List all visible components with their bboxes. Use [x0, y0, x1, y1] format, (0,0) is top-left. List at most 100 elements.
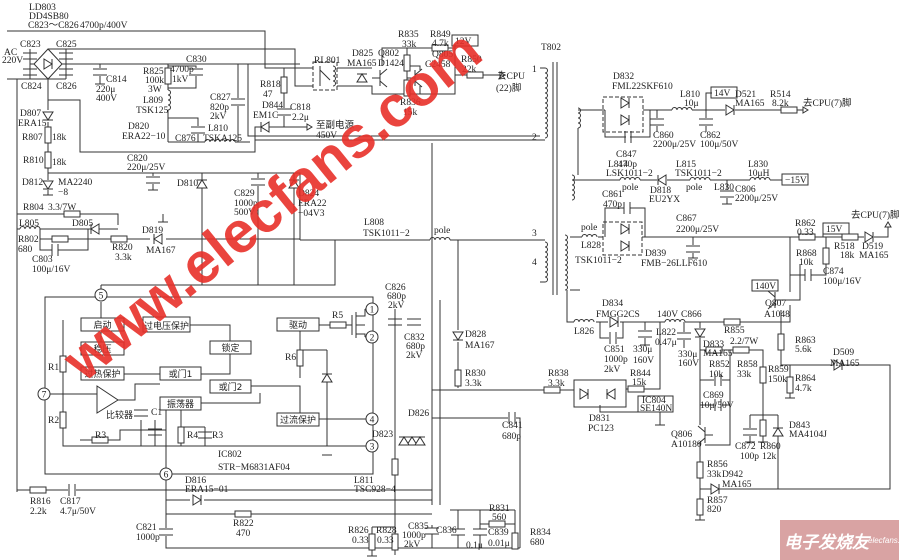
label-d834-1: FMGG2CS — [596, 310, 640, 320]
voltage-box — [451, 34, 479, 47]
label-d844-1: EM1C — [253, 111, 278, 121]
resistor-symbol — [329, 321, 347, 329]
label-r1-0: R1 — [48, 363, 59, 373]
relay-rl801 — [312, 61, 338, 91]
label-l815-0: L815 — [676, 160, 696, 170]
label-r804-1: 3.3/7W — [48, 203, 76, 213]
capacitor-symbol — [804, 269, 812, 281]
label-r828-1: 0.33 — [377, 536, 394, 546]
label-c818-1: 2.2μ — [292, 113, 309, 123]
capacitor-symbol — [451, 528, 465, 536]
resistor-symbol — [466, 71, 484, 79]
label-q805-0: Q805 — [432, 50, 453, 60]
transistor-symbol — [407, 68, 423, 88]
block-or-gate-1 — [159, 366, 202, 381]
label-d819-1: MA167 — [146, 246, 176, 256]
label-r825-0: R825 — [143, 67, 164, 77]
label-r810-1: 18k — [52, 158, 67, 168]
label-l815-2: pole — [686, 183, 702, 193]
capacitor-symbol — [743, 428, 757, 436]
label-r850-0: R850 — [461, 55, 482, 65]
label-r859-1: 150k — [768, 375, 787, 385]
label-c820-0: C820 — [127, 154, 148, 164]
label-l830-2: 10μH — [748, 169, 770, 179]
diode-symbol — [606, 388, 616, 400]
label-c862-0: C862 — [700, 131, 721, 141]
capacitor-symbol — [148, 428, 162, 436]
resistor-symbol — [454, 369, 462, 387]
transistor-symbol — [372, 68, 388, 88]
label-d839-1: FMB−26LLF610 — [641, 259, 707, 269]
label-l830-0: L830 — [714, 183, 734, 193]
label-c806-0: C806 — [735, 185, 756, 195]
label-c821-0: C821 — [136, 523, 157, 533]
label-r834-0: R834 — [530, 528, 551, 538]
resistor-symbol — [234, 510, 252, 518]
label-d818-0: D818 — [650, 186, 671, 196]
capacitor-symbol — [650, 118, 664, 126]
block-or-gate-1-label: 或门1 — [169, 368, 193, 380]
label-r868-1: 10k — [799, 258, 814, 268]
label-q806-1: A10180 — [671, 440, 702, 450]
capacitor-symbol — [407, 318, 421, 326]
block-regulator-label: 稳压 — [93, 343, 111, 355]
resistor-symbol — [403, 54, 411, 72]
label-r826-1: 0.33 — [352, 536, 369, 546]
label-ic802-0: IC802 — [218, 450, 242, 460]
logo-en-text: elecfans.com — [868, 536, 899, 545]
label-l811-1: TSC928−4 — [354, 485, 396, 495]
capacitor-symbol — [686, 245, 700, 253]
label-r835-1: 33k — [402, 40, 417, 50]
label-r4-0: R4 — [187, 431, 198, 441]
label-c827-1: 820p — [210, 103, 229, 113]
label-d807-0: D807 — [20, 109, 41, 119]
ic-pin-1 — [365, 302, 379, 316]
label-c826-1: 680p — [387, 292, 406, 302]
label-r844-0: R844 — [630, 369, 651, 379]
label-r822-1: 470 — [236, 529, 251, 539]
label-r858-0: R858 — [737, 360, 758, 370]
label-r830-1: 3.3k — [465, 379, 482, 389]
label-c836-0: C836 — [436, 526, 457, 536]
resistor-symbol — [51, 235, 69, 243]
resistor-symbol — [759, 366, 767, 384]
label-r820-1: 3.3k — [115, 253, 132, 263]
resistor-symbol — [786, 376, 794, 394]
label-c835-1: 1000p — [402, 531, 426, 541]
capacitor-symbol — [146, 176, 160, 184]
label-d818-1: EU2YX — [649, 195, 680, 205]
label-c803-1: 100μ/16V — [32, 265, 70, 275]
label-r849-1: 4.7k — [432, 39, 449, 49]
inductor-coil — [689, 177, 711, 181]
label-c876-0: C876 — [175, 134, 196, 144]
label-c851-0: C851 — [604, 345, 625, 355]
diode-symbol — [452, 331, 464, 341]
label-t802-pins-0: 1 — [532, 65, 537, 75]
label-d823-0: D823 — [372, 430, 393, 440]
label-d807-1: ERA15 — [18, 119, 47, 129]
diode-symbol — [356, 73, 368, 83]
block-oscillator — [159, 396, 202, 411]
capacitor-symbol — [68, 484, 76, 496]
resistor-symbol — [511, 532, 519, 550]
label-d942-1: MA165 — [722, 480, 752, 490]
label-c841-0: C841 — [502, 421, 523, 431]
label-d844-0: D844 — [262, 101, 283, 111]
inductor-coil — [571, 174, 575, 201]
label-l822-0: L822 — [656, 328, 676, 338]
label-d816-1: ERA15−01 — [185, 485, 229, 495]
block-overcurrent — [276, 412, 320, 427]
resistor-symbol — [29, 486, 47, 494]
capacitor-symbol — [93, 68, 107, 76]
label-c330b-1: 160V — [678, 359, 699, 369]
label-c841-1: 680p — [502, 432, 521, 442]
label-d816-0: D816 — [185, 476, 206, 486]
label-ld803-3: 4700p/400V — [80, 21, 128, 31]
block-comparator-label: 比较器 — [106, 409, 133, 421]
label-t802-pins-2: 3 — [532, 229, 537, 239]
label-q806-0: Q806 — [671, 430, 692, 440]
label-d805-0: D805 — [72, 219, 93, 229]
resistor-symbol — [431, 44, 449, 52]
label-r807-0: R807 — [22, 133, 43, 143]
